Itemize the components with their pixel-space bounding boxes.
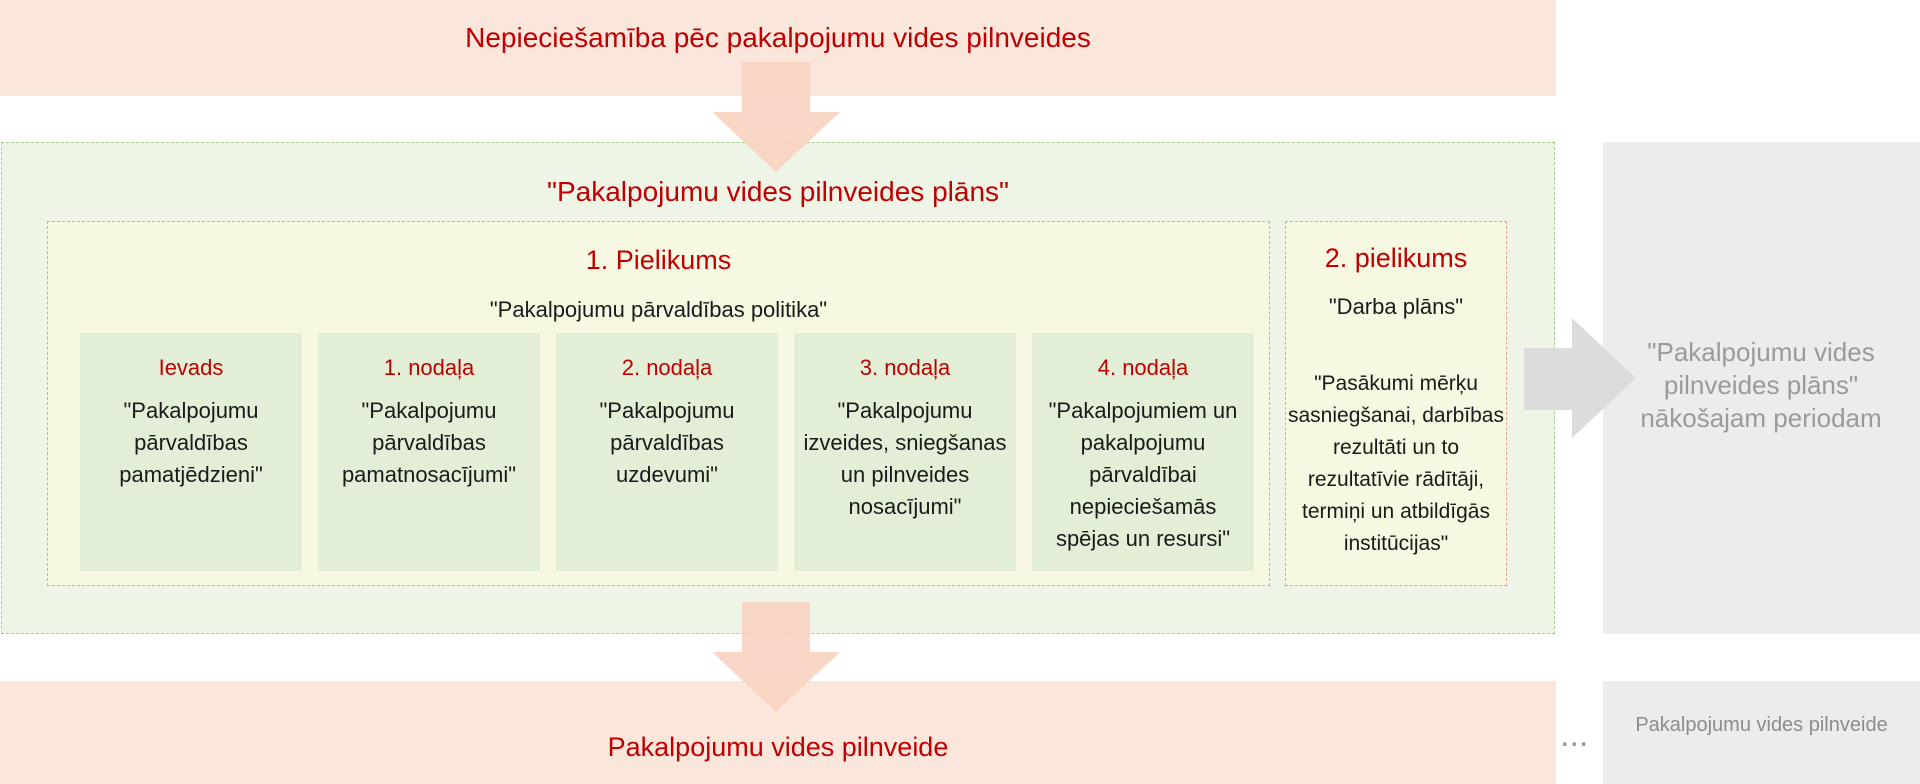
plan-title: "Pakalpojumu vides pilnveides plāns" [547,176,1009,207]
annex-2: 2. pielikums "Darba plāns" "Pasākumi mēr… [1285,221,1507,586]
bottom-right-box: Pakalpojumu vides pilnveide [1603,681,1920,784]
next-period-text: "Pakalpojumu vides pilnveides plāns" nāk… [1640,336,1882,433]
annex-2-subtitle: "Darba plāns" [1328,294,1464,319]
annex-2-title: 2. pielikums [1324,243,1468,273]
section-text: "Pakalpojumu pārvaldības pamatjēdzieni" [119,398,263,487]
down-arrow-bottom [714,602,840,712]
section-box-intro: Ievads "Pakalpojumu pārvaldības pamatjēd… [80,333,302,571]
section-heading: 4. nodaļa [1097,355,1189,380]
section-box-1: 1. nodaļa "Pakalpojumu pārvaldības pamat… [318,333,540,571]
section-heading: Ievads [158,355,224,380]
annex-1-title: 1. Pielikums [585,244,732,275]
section-text: "Pakalpojumiem un pakalpojumu pārvaldība… [1048,398,1238,551]
section-box-3: 3. nodaļa "Pakalpojumu izveides, sniegša… [794,333,1016,571]
ellipsis: ... [1560,716,1589,754]
section-text: "Pakalpojumu pārvaldības uzdevumi" [599,398,735,487]
bottom-band-title: Pakalpojumu vides pilnveide [607,732,949,762]
right-arrow [1524,318,1636,438]
section-box-4: 4. nodaļa "Pakalpojumiem un pakalpojumu … [1032,333,1254,571]
section-text: "Pakalpojumu izveides, sniegšanas un pil… [803,398,1007,519]
section-text: "Pakalpojumu pārvaldības pamatnosacījumi… [341,398,517,487]
section-heading: 1. nodaļa [383,355,475,380]
bottom-right-title: Pakalpojumu vides pilnveide [1635,714,1888,736]
section-heading: 2. nodaļa [621,355,713,380]
down-arrow-top [714,62,840,172]
top-band-title: Nepieciešamība pēc pakalpojumu vides pil… [465,22,1091,53]
annex-2-text: "Pasākumi mērķu sasniegšanai, darbības r… [1288,372,1504,555]
section-heading: 3. nodaļa [859,355,951,380]
next-period-panel [1603,142,1920,634]
annex-1-subtitle: "Pakalpojumu pārvaldības politika" [489,297,828,322]
section-box-2: 2. nodaļa "Pakalpojumu pārvaldības uzdev… [556,333,778,571]
